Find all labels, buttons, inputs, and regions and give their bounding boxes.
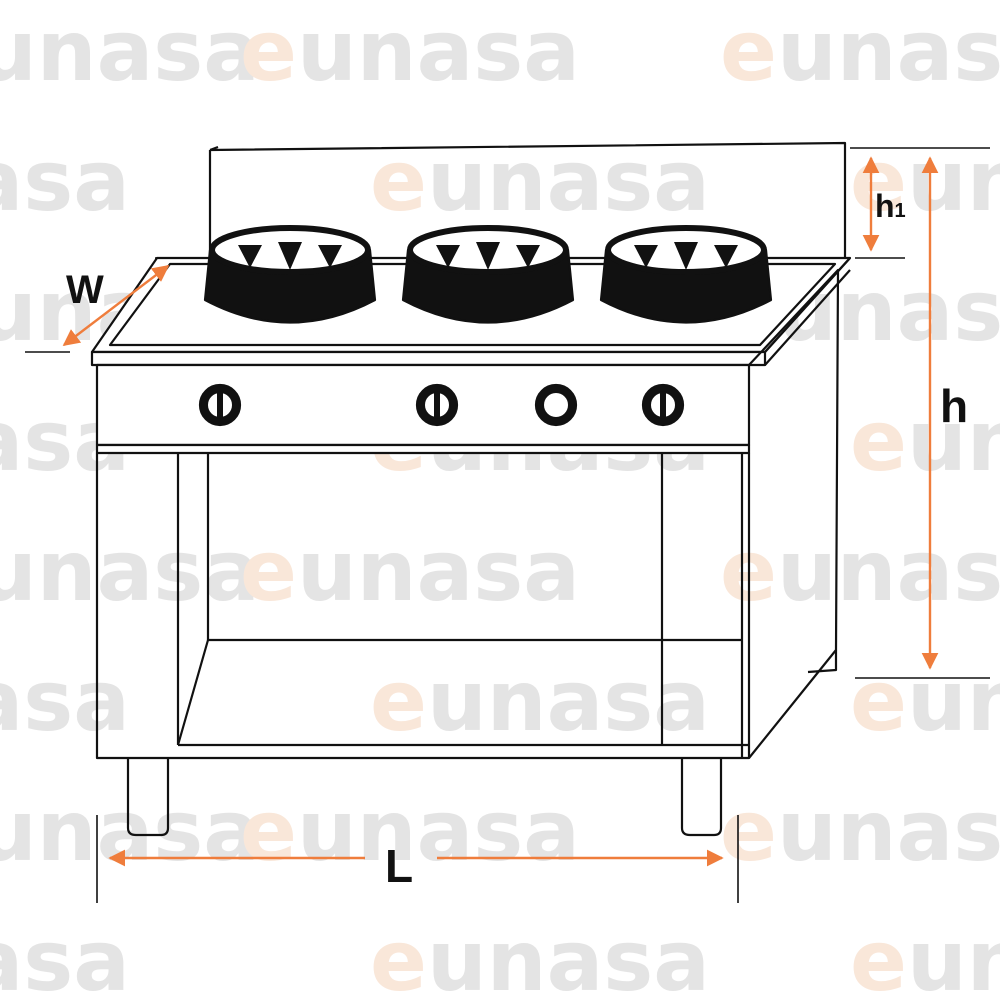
leg-right (680, 758, 723, 837)
burner-1 (203, 225, 377, 324)
watermark-logo: eunasa (0, 2, 260, 100)
watermark-logo: eunasa (850, 912, 1000, 1000)
watermark-logo: eunasa (0, 912, 130, 1000)
watermark-logo: eunasa (850, 392, 1000, 490)
h1-label: h1 (875, 188, 906, 224)
watermark-logo: eunasa (240, 522, 580, 620)
dimension-lines: W h1 h L (25, 147, 990, 903)
l-label: L (385, 840, 413, 892)
leg-left (126, 758, 170, 837)
watermark-logo: eunasa (850, 652, 1000, 750)
backsplash (208, 141, 847, 258)
w-label: W (66, 268, 104, 312)
watermark-logo: eunasa (370, 912, 710, 1000)
burner-3 (599, 225, 773, 324)
watermark-logo: eunasa (720, 782, 1000, 880)
watermark-logo: eunasa (850, 132, 1000, 230)
knob-3-icon (641, 383, 685, 427)
watermark-logo: eunasa (0, 782, 260, 880)
h-label: h (940, 380, 968, 432)
watermark-logo: eunasa (240, 782, 580, 880)
watermark-logo: eunasa (0, 522, 260, 620)
watermark-logo: eunasa (0, 652, 130, 750)
w-arrow (62, 264, 170, 347)
watermark-logo: eunasa (720, 522, 1000, 620)
watermark-logo: eunasa (0, 132, 130, 230)
side-panel (748, 268, 840, 759)
knob-2-icon (415, 383, 459, 427)
watermark-logo: eunasa (370, 652, 710, 750)
wok-range-drawing (90, 141, 852, 837)
frame (95, 453, 751, 760)
shelf (176, 638, 664, 746)
pilot-button-icon (534, 383, 578, 427)
watermark-logo: eunasa (240, 2, 580, 100)
watermark-logo: eunasa (720, 2, 1000, 100)
burner-2 (401, 225, 575, 324)
knob-1-icon (198, 383, 242, 427)
